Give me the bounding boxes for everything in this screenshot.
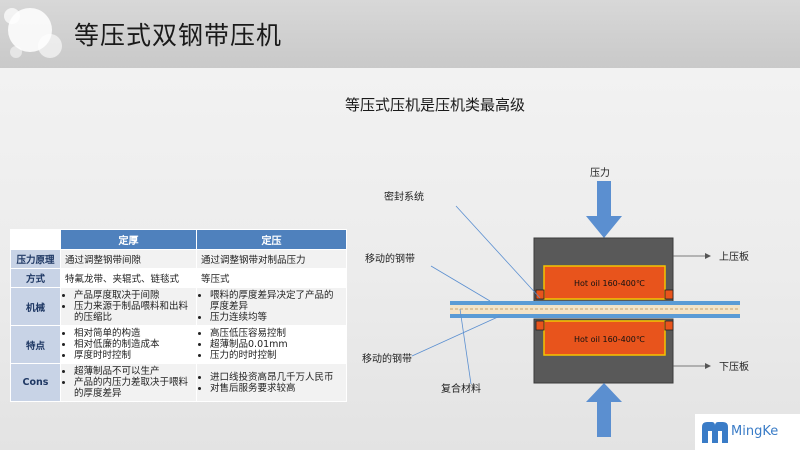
row-header: 压力原理	[10, 249, 61, 269]
cell-bullet: 产品厚度取决于间隙	[74, 290, 192, 301]
steel-belt-bottom	[450, 314, 740, 318]
cell-bullet: 进口线投资高昂几千万人民币	[210, 372, 342, 383]
moving-belt-bottom-label: 移动的钢带	[362, 352, 412, 365]
seal-top-left-icon	[535, 289, 545, 300]
table-row: 压力原理通过调整钢带间隙 通过调整钢带对制品压力	[10, 249, 347, 269]
cell-bullet: 超薄制品0.01mm	[210, 339, 342, 350]
row-header: 特点	[10, 325, 61, 364]
cell-bullet: 相对低廉的制造成本	[74, 339, 192, 350]
table-row: 方式特氟龙带、夹辊式、链毯式 等压式	[10, 268, 347, 288]
cell-bullet: 压力的时时控制	[210, 350, 342, 361]
comparison-table: 定厚 定压 压力原理通过调整钢带间隙 通过调整钢带对制品压力方式特氟龙带、夹辊式、…	[10, 229, 347, 402]
bubble-decoration-icon	[4, 8, 62, 58]
column-header: 定压	[196, 229, 347, 250]
seal-top-right-icon	[664, 289, 674, 300]
cell-text: 通过调整钢带对制品压力	[201, 255, 306, 266]
subtitle: 等压式压机是压机类最高级	[344, 96, 525, 114]
seal-system-label: 密封系统	[384, 190, 424, 203]
row-header: 方式	[10, 268, 61, 288]
row-header: 机械	[10, 287, 61, 326]
cell-bullet: 相对简单的构造	[74, 328, 192, 339]
header-bar: 等压式双钢带压机	[0, 0, 800, 68]
table-cell: 通过调整钢带对制品压力	[196, 249, 347, 269]
cell-bullet: 厚度时时控制	[74, 350, 192, 361]
pressure-label: 压力	[590, 166, 610, 179]
table-cell: 产品厚度取决于间隙压力来源于制品喂料和出料的压缩比	[60, 287, 197, 326]
steel-belt-top	[450, 301, 740, 305]
cell-bullet: 压力来源于制品喂料和出料的压缩比	[74, 301, 192, 323]
table-cell: 等压式	[196, 268, 347, 288]
table-cell: 超薄制品不可以生产产品的内压力差取决于喂料的厚度差异	[60, 363, 197, 402]
hot-oil-chamber-bottom	[543, 320, 666, 356]
cell-bullet: 产品的内压力差取决于喂料的厚度差异	[74, 377, 192, 399]
seal-bottom-right-icon	[664, 320, 674, 331]
table-cell: 进口线投资高昂几千万人民币对售后服务要求较高	[196, 363, 347, 402]
table-row: Cons超薄制品不可以生产产品的内压力差取决于喂料的厚度差异进口线投资高昂几千万…	[10, 363, 347, 402]
lower-plate-label: 下压板	[719, 360, 749, 373]
cell-text: 通过调整钢带间隙	[65, 255, 142, 266]
table-header-row: 定厚 定压	[10, 229, 347, 250]
moving-belt-top-label: 移动的钢带	[365, 252, 415, 265]
table-body: 压力原理通过调整钢带间隙 通过调整钢带对制品压力方式特氟龙带、夹辊式、链毯式 等压式…	[10, 249, 347, 402]
row-header: Cons	[10, 363, 61, 402]
cell-bullet: 对售后服务要求较高	[210, 383, 342, 394]
cell-bullet: 超薄制品不可以生产	[74, 366, 192, 377]
cell-text: 特氟龙带、夹辊式、链毯式	[65, 274, 180, 285]
logo-text: MingKe	[731, 424, 779, 439]
cell-bullet: 喂料的厚度差异决定了产品的厚度差异	[210, 290, 342, 312]
mingke-logo-icon	[702, 422, 728, 443]
page-title: 等压式双钢带压机	[74, 21, 283, 50]
hot-oil-chamber-top	[543, 265, 666, 300]
hot-oil-bottom-label: Hot oil 160-400℃	[574, 335, 645, 344]
table-row: 机械产品厚度取决于间隙压力来源于制品喂料和出料的压缩比喂料的厚度差异决定了产品的…	[10, 287, 347, 326]
upper-plate-label: 上压板	[719, 250, 749, 263]
seal-bottom-left-icon	[535, 320, 545, 331]
cell-text: 等压式	[201, 274, 230, 285]
hot-oil-top-label: Hot oil 160-400℃	[574, 279, 645, 288]
cell-bullet: 高压低压容易控制	[210, 328, 342, 339]
mingke-logo: MingKe	[695, 414, 800, 450]
pressure-arrow-bottom-icon	[586, 383, 622, 437]
table-cell: 特氟龙带、夹辊式、链毯式	[60, 268, 197, 288]
table-cell: 喂料的厚度差异决定了产品的厚度差异压力连续均等	[196, 287, 347, 326]
cell-bullet: 压力连续均等	[210, 312, 342, 323]
composite-material-label: 复合材料	[441, 382, 481, 395]
pressure-arrow-top-icon	[586, 181, 622, 238]
